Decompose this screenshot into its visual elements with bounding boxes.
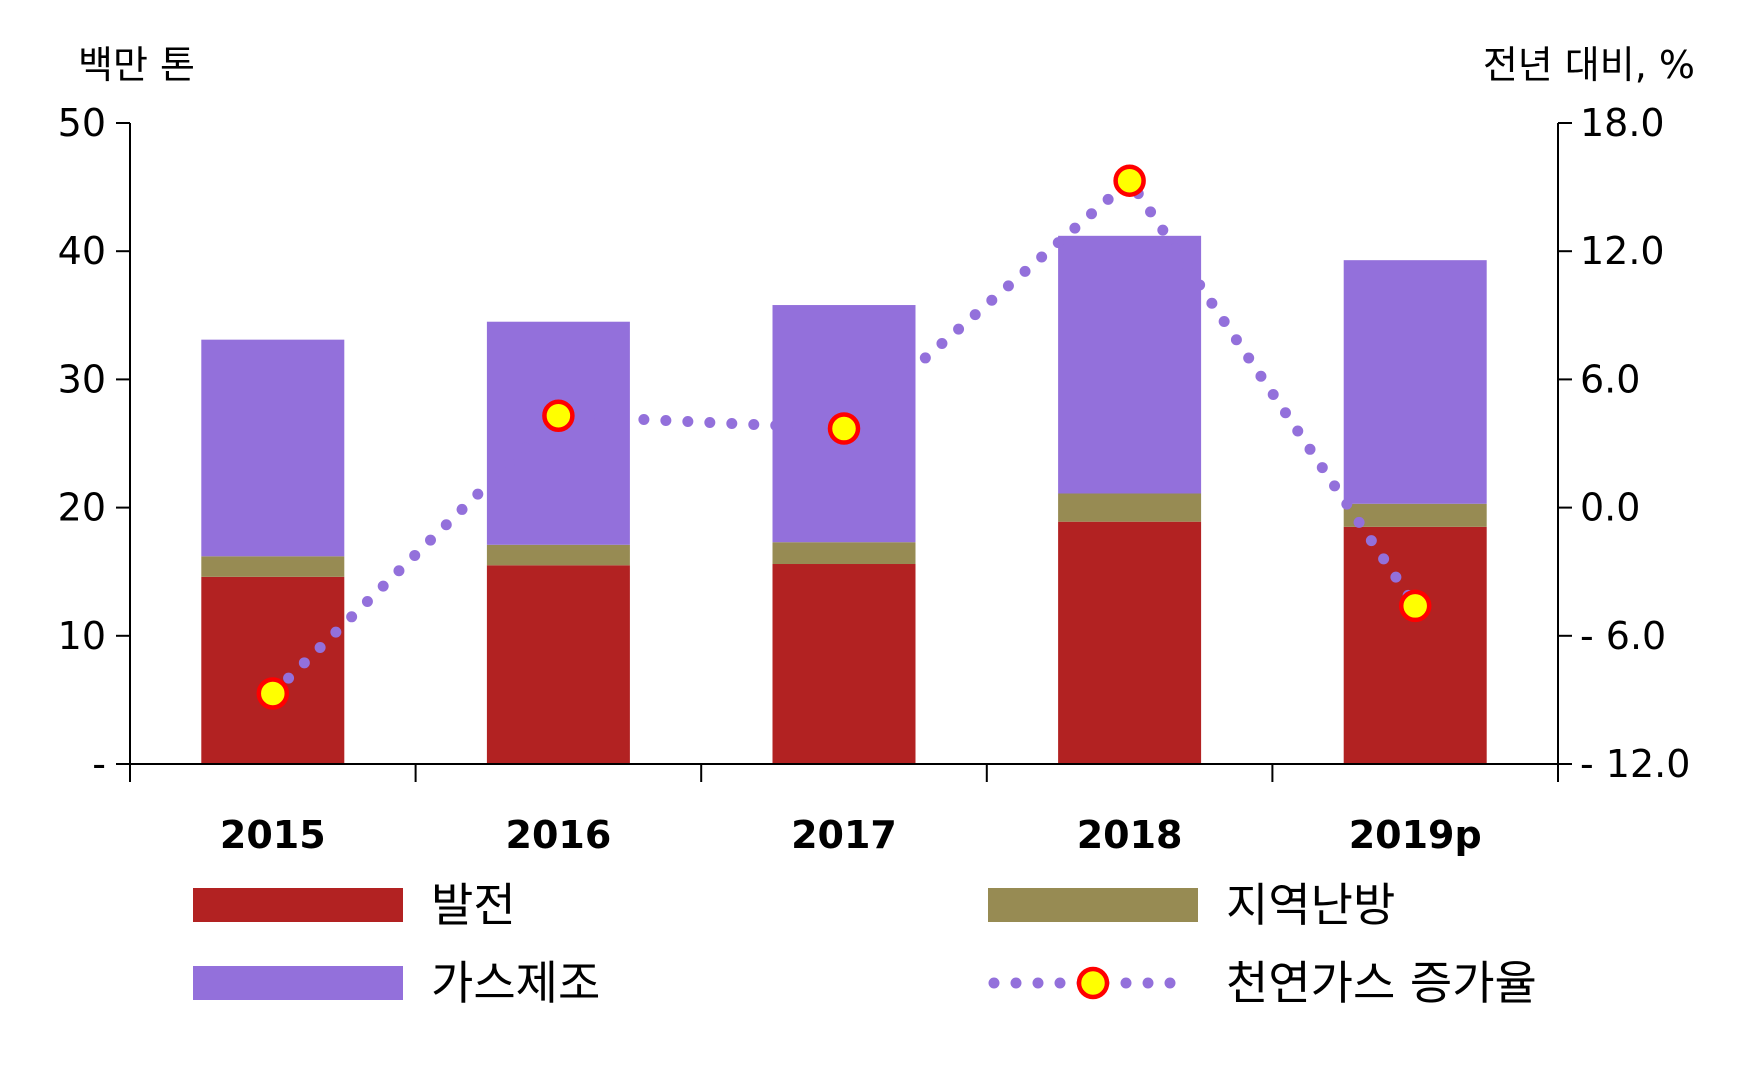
growth-marker-1 xyxy=(542,399,575,432)
left-tick-label-4: 40 xyxy=(58,229,106,273)
left-tick-label-1: 10 xyxy=(58,614,106,658)
growth-marker-3 xyxy=(1113,164,1146,197)
legend-swatch-0 xyxy=(193,888,403,922)
left-tick-label-3: 30 xyxy=(58,357,106,401)
x-category-label-1: 2016 xyxy=(506,813,612,857)
bar-1-0 xyxy=(201,556,345,577)
bar-0-1 xyxy=(486,565,630,764)
left-tick-label-5: 50 xyxy=(58,101,106,145)
legend-swatch-1 xyxy=(988,888,1198,922)
left-tick-label-0: - xyxy=(92,742,106,786)
x-category-label-4: 2019p xyxy=(1349,813,1482,857)
x-category-label-2: 2017 xyxy=(791,813,897,857)
bar-2-3 xyxy=(1058,235,1202,494)
bar-0-2 xyxy=(772,564,916,764)
bar-0-0 xyxy=(201,576,345,764)
axes-layer: - 10 20 30 40 50 - 12.0 - 6.0 0.0 6.0 12.0 18.0 2015… xyxy=(58,101,1691,857)
bar-1-2 xyxy=(772,542,916,565)
bar-1-4 xyxy=(1343,503,1487,527)
bar-1-3 xyxy=(1058,493,1202,522)
growth-marker-2 xyxy=(827,412,861,445)
bar-2-0 xyxy=(201,339,345,557)
x-category-label-0: 2015 xyxy=(220,813,326,857)
growth-marker-4 xyxy=(1398,589,1432,623)
x-category-label-3: 2018 xyxy=(1077,813,1183,857)
right-axis-unit: 전년 대비, % xyxy=(1483,43,1695,87)
right-tick-label-3: 6.0 xyxy=(1580,357,1640,401)
left-axis-unit: 백만 톤 xyxy=(78,43,195,87)
legend-label-3: 천연가스 증가율 xyxy=(1226,956,1537,1010)
right-tick-label-2: 0.0 xyxy=(1580,486,1640,530)
bar-2-4 xyxy=(1343,260,1487,504)
legend-label-1: 지역난방 xyxy=(1226,878,1395,932)
growth-line-layer xyxy=(256,164,1432,710)
right-tick-label-0: - 12.0 xyxy=(1580,742,1690,786)
legend-label-2: 가스제조 xyxy=(431,956,600,1010)
right-tick-label-5: 18.0 xyxy=(1580,101,1665,145)
bar-layer xyxy=(201,235,1487,764)
legend-label-0: 발전 xyxy=(431,878,516,932)
bar-0-4 xyxy=(1343,526,1487,764)
plot-area: - 10 20 30 40 50 - 12.0 - 6.0 0.0 6.0 12.0 18.0 2015… xyxy=(58,101,1691,857)
right-tick-label-1: - 6.0 xyxy=(1580,614,1666,658)
bar-0-3 xyxy=(1058,521,1202,764)
bar-1-1 xyxy=(486,544,630,566)
bar-2-1 xyxy=(486,321,630,545)
left-tick-label-2: 20 xyxy=(58,486,106,530)
growth-marker-0 xyxy=(256,677,290,710)
legend-swatch-marker-3 xyxy=(1076,966,1110,1000)
legend-swatch-2 xyxy=(193,966,403,1000)
right-tick-label-4: 12.0 xyxy=(1580,229,1665,273)
